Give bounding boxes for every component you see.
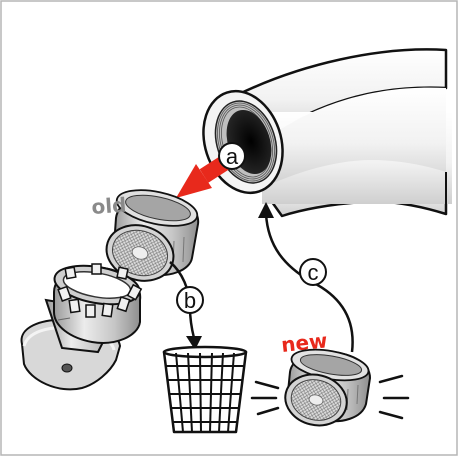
step-c-marker: c — [299, 258, 327, 286]
step-a-label: a — [226, 144, 239, 169]
step-b-label: b — [184, 288, 196, 313]
sparkle-right-icon — [378, 374, 410, 420]
aerator-old-icon — [105, 189, 200, 282]
step-b-marker: b — [176, 286, 204, 314]
sparkle-left-icon — [250, 380, 280, 416]
step-a-marker: a — [218, 142, 246, 170]
aerator-key-tool-icon — [20, 263, 143, 391]
old-label: old — [91, 193, 128, 219]
wastebasket-icon — [162, 345, 248, 434]
step-c-label: c — [308, 260, 319, 285]
aerator-new-icon — [284, 348, 372, 427]
faucet-spout-icon — [202, 48, 452, 218]
key-tool-teeth — [57, 263, 143, 318]
